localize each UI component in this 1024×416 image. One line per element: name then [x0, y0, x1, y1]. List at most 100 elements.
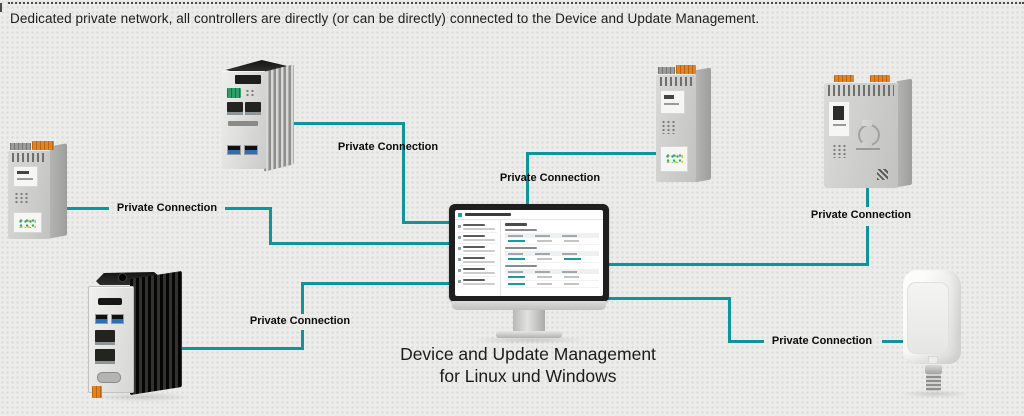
app-logo-icon: [458, 213, 462, 217]
connection-line-6: [882, 340, 906, 343]
device-vents: [828, 85, 894, 96]
monitor-stand-base: [496, 331, 562, 338]
serial-port: [97, 372, 121, 383]
screen-app-header: [455, 210, 603, 220]
device-label-panel: [660, 90, 685, 114]
device-heatsink-fins: [264, 64, 294, 172]
private-connection-label-3: Private Connection: [499, 172, 601, 184]
device-led-panel: [13, 212, 42, 233]
ethernet-port: [95, 349, 115, 364]
connection-line-1: [225, 207, 272, 210]
ethernet-port: [227, 102, 243, 115]
status-leds: [245, 89, 255, 97]
device-orange-connector: [834, 75, 854, 84]
device-nameplate: [235, 75, 261, 84]
screen-content: [501, 220, 603, 296]
connector-collar: [925, 365, 942, 374]
device-shadow: [900, 390, 970, 398]
connection-line-6: [728, 340, 764, 343]
sd-card-slot: [833, 106, 844, 120]
device-top-cap: [658, 67, 675, 74]
status-leds: [18, 218, 36, 228]
usb-port: [111, 314, 124, 324]
display-port: [98, 298, 122, 305]
device-black-box-pc: [88, 270, 184, 398]
device-shadow: [92, 392, 192, 402]
antenna-notch: [928, 356, 938, 364]
device-led-panel: [660, 146, 688, 172]
device-heatsink-fins: [130, 270, 182, 396]
device-orange-connector: [92, 386, 102, 398]
status-leds: [665, 153, 683, 163]
monitor-shadow: [470, 336, 590, 344]
private-connection-label-1: Private Connection: [116, 202, 218, 214]
antenna-face: [907, 282, 949, 354]
ethernet-port: [95, 330, 115, 345]
device-dip-switches: [661, 120, 677, 134]
device-front: [88, 286, 134, 398]
connection-line-5: [170, 347, 304, 350]
top-dotted-border: [8, 2, 1024, 4]
device-label-panel: [828, 101, 850, 137]
connection-line-5: [301, 330, 304, 350]
connection-line-3: [526, 152, 662, 155]
screen-sidebar: [455, 220, 501, 296]
private-connection-label-4: Private Connection: [810, 209, 912, 221]
connection-line-1: [269, 207, 272, 245]
device-vents: [12, 153, 46, 162]
connection-line-2: [402, 221, 455, 224]
antenna-connector: [118, 273, 127, 282]
management-screen: [455, 210, 603, 296]
monitor-chin: [452, 301, 606, 310]
card-slot: [228, 121, 258, 126]
device-side: [896, 78, 912, 188]
monitor-stand-neck: [513, 310, 545, 331]
connection-line-6: [604, 297, 731, 300]
caption-line-2: for Linux und Windows: [439, 366, 617, 386]
device-dip-switches: [832, 144, 846, 158]
ethernet-port: [245, 102, 261, 115]
connection-line-4: [866, 186, 869, 207]
device-side: [694, 67, 711, 183]
private-connection-label-2: Private Connection: [337, 141, 439, 153]
connection-line-2: [288, 122, 405, 125]
device-din-controller-left: [8, 140, 70, 242]
device-orange-connector: [676, 65, 696, 74]
usb-port: [227, 145, 241, 155]
device-wireless-antenna: [903, 270, 961, 394]
connection-line-5: [301, 283, 304, 314]
device-aluminum-box-pc: [218, 60, 296, 174]
device-top-cap: [10, 143, 31, 150]
diagram-caption: Device and Update Management for Linux u…: [330, 343, 726, 387]
caption-line-1: Device and Update Management: [400, 344, 656, 364]
usb-port: [244, 145, 258, 155]
connection-line-1: [62, 207, 109, 210]
device-front: [656, 74, 696, 182]
device-orange-connector: [32, 141, 54, 150]
connection-line-4: [866, 226, 869, 266]
usb-port: [95, 314, 108, 324]
power-connector: [227, 88, 241, 98]
device-front: [8, 150, 50, 239]
connection-line-2: [402, 122, 405, 224]
corner-dash: [0, 3, 2, 12]
device-label-panel: [13, 166, 38, 187]
private-connection-label-5: Private Connection: [249, 315, 351, 327]
device-side: [48, 143, 67, 239]
device-front: [824, 82, 898, 188]
threaded-connector: [926, 374, 941, 391]
device-din-controller-middle: [656, 64, 714, 186]
device-orange-connector: [870, 75, 890, 84]
device-plc-controller-right: [824, 74, 914, 192]
private-connection-label-6: Private Connection: [771, 335, 873, 347]
connection-line-4: [604, 263, 869, 266]
connection-line-5: [301, 282, 455, 285]
app-title-bar: [465, 213, 511, 216]
connection-line-6: [728, 297, 731, 343]
device-dip-switches: [14, 192, 28, 204]
device-front: [222, 71, 266, 169]
device-vents: [660, 77, 692, 86]
connection-line-3: [526, 152, 529, 208]
diagram-heading: Dedicated private network, all controlle…: [10, 11, 760, 26]
